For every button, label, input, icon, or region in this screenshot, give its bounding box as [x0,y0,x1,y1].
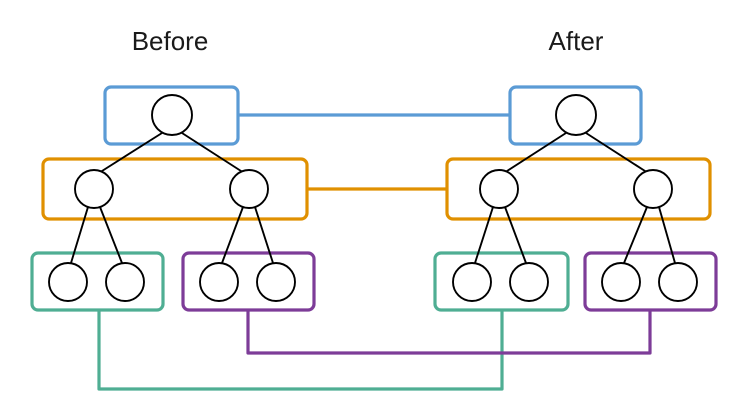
tree-node-before-mid-left [74,169,114,209]
tree-node-before-root-node [151,94,193,136]
connector-link-left-leaf [97,310,504,391]
tree-edge-after-e2 [585,132,646,172]
connector-link-right-leaf [246,310,652,355]
tree-edge-before-e3 [70,206,89,264]
group-links [97,113,652,391]
tree-edge-before-e4 [99,206,123,264]
group-box-after-leaf-right [583,251,718,312]
tree-node-after-leaf-4 [658,262,698,302]
group-box-after-middle [445,157,712,221]
group-box-after-leaf-left [433,251,570,312]
tree-node-after-leaf-1 [452,262,492,302]
tree-node-after-leaf-2 [509,262,549,302]
group-box-after-root [508,85,643,146]
tree-node-after-mid-left [479,169,519,209]
tree-edge-after-e4 [504,206,527,264]
tree-edge-after-e5 [623,206,648,264]
before-title: Before [132,26,209,56]
tree-node-before-leaf-3 [199,262,239,302]
tree-edge-after-e1 [506,132,567,172]
tree-node-after-mid-right [633,169,673,209]
tree-node-after-leaf-3 [601,262,641,302]
column-titles: Before After [132,26,604,56]
group-box-before-leaf-right [181,251,316,312]
tree-edge-after-e6 [658,206,676,264]
tree-edge-after-e3 [474,206,494,264]
tree-node-before-leaf-1 [48,262,88,302]
group-box-before-middle [41,157,309,221]
group-box-before-root [103,85,240,146]
group-boxes [30,85,718,312]
group-box-before-leaf-left [30,251,165,312]
tree-node-before-leaf-4 [256,262,296,302]
tree-edge-before-e6 [254,206,274,264]
tree-nodes [48,94,698,302]
tree-edge-before-e1 [101,132,163,172]
tree-node-before-leaf-2 [105,262,145,302]
tree-node-before-mid-right [229,169,269,209]
tree-edge-before-e5 [221,206,244,264]
tree-edges [70,132,676,264]
after-title: After [549,26,604,56]
tree-edge-before-e2 [181,132,242,172]
tree-node-after-root-node [555,94,597,136]
